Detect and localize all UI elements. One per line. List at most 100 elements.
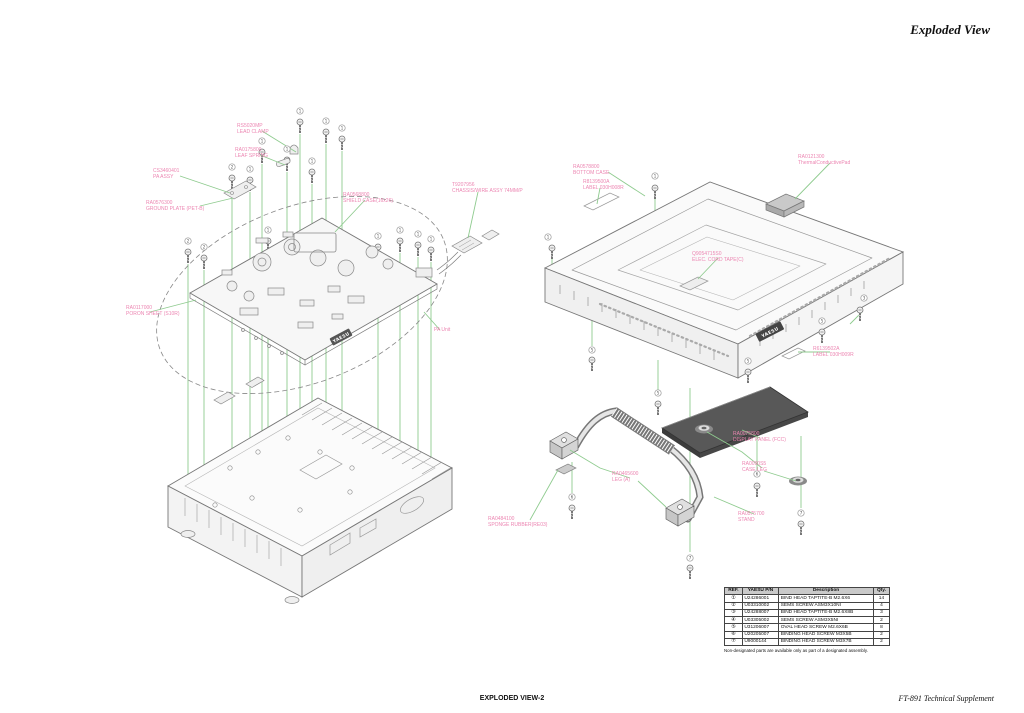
description-cell: BINDING HEAD SCREW M3X5B — [778, 630, 874, 640]
ref-marker-number: 1 — [311, 159, 314, 164]
ref-marker-circle — [374, 232, 382, 240]
callout-thermal-pad: RA0121300 ThermalConductivePad — [798, 154, 851, 167]
part-name: GROUND PLATE (PET-B) — [146, 205, 205, 212]
wire-assembly — [436, 229, 500, 275]
part-name: DISPLAY PANEL (FCC) — [733, 436, 786, 443]
part-name: SPONGE RUBBER(RE03) — [488, 521, 548, 528]
shield-case-part — [293, 232, 337, 253]
callout-lead-clamp: RS5020MP LEAD CLAMP — [237, 123, 269, 136]
ref-marker-circle — [184, 237, 192, 245]
part-number: R6139502A — [813, 346, 840, 352]
ref-cell: ⑤ — [724, 623, 743, 632]
ref-cell: ③ — [724, 608, 743, 618]
ref-marker-number: 1 — [341, 126, 344, 131]
label-009-part — [781, 347, 806, 360]
qty-cell: 8 — [872, 623, 891, 632]
ref-marker-circle — [651, 172, 659, 180]
left-assembly: YAESU — [156, 118, 500, 604]
qty-cell: 2 — [872, 616, 891, 625]
description-cell: SEMS SCREW ASM3X5NI — [778, 616, 874, 625]
ref-marker-circle — [396, 226, 404, 234]
description-cell: BIND HEAD TAPTITE-B M2.6X8B — [778, 608, 874, 618]
part-name: LEAD CLAMP — [237, 128, 269, 135]
qty-cell: 3 — [872, 608, 891, 618]
pn-cell: U31206007 — [741, 623, 780, 632]
ref-marker-circle — [228, 163, 236, 171]
case-leg-part — [789, 476, 807, 486]
ref-marker-number: 1 — [249, 167, 252, 172]
pn-cell: U20205007 — [741, 630, 780, 640]
ref-cell: ⑦ — [724, 638, 743, 647]
ref-marker-number: 5 — [747, 359, 750, 364]
parts-note: Non-designated parts are available only … — [724, 647, 868, 653]
callout-label-009: R6139502A LABEL 030H009R — [813, 346, 854, 359]
ref-marker-number: 5 — [657, 391, 660, 396]
chassis-heatsink — [167, 397, 453, 604]
ref-marker-circle — [283, 145, 291, 153]
column-header: REF. — [724, 586, 743, 596]
part-number: RA0117000 — [126, 305, 153, 311]
ref-marker-circle — [686, 554, 694, 562]
ref-marker-circle — [264, 226, 272, 234]
ref-marker-number: 2 — [203, 245, 206, 250]
callout-poron-sheet: RA0117000 PORON SHEET (S10R) — [126, 305, 180, 318]
case-vents-right — [759, 281, 865, 346]
display-panel-part — [661, 386, 809, 458]
ref-cell: ④ — [724, 616, 743, 625]
ref-marker-number: 1 — [267, 228, 270, 233]
ref-marker-circle — [544, 233, 552, 241]
ref-marker-circle — [860, 294, 868, 302]
ref-marker-number: 5 — [591, 348, 594, 353]
part-name: LEAF SPRING — [235, 152, 269, 159]
description-cell: OVAL HEAD SCREW M2.6X6B — [778, 623, 874, 632]
ref-marker-number: 1 — [325, 119, 328, 124]
callout-chassis-wire: T9207956 CHASSIS/WIRE ASSY 74MM/P — [452, 182, 523, 195]
column-header: Qty. — [872, 586, 891, 596]
ref-marker-circle — [753, 470, 761, 478]
part-number: RA0090S5 — [742, 461, 767, 467]
case-leg-part — [695, 424, 713, 434]
cord-tape-part — [679, 276, 709, 291]
part-number: RA0121300 — [798, 154, 825, 160]
page-title: Exploded View — [910, 22, 990, 37]
part-number: RA0568800 — [343, 192, 370, 198]
ref-marker-circle — [818, 317, 826, 325]
qty-cell: 14 — [872, 594, 891, 603]
ref-marker-circle — [296, 107, 304, 115]
callout-shield-case: RA0568800 SHIELD CASE(16x26) — [343, 192, 394, 205]
part-name: ThermalConductivePad — [798, 159, 851, 166]
part-name: PA ASSY — [153, 173, 174, 180]
ref-marker-number: 1 — [417, 232, 420, 237]
ref-cell: ① — [724, 594, 743, 603]
ref-marker-circle — [744, 357, 752, 365]
part-name: STAND — [738, 516, 755, 523]
ref-marker-number: 2 — [231, 165, 234, 170]
pn-cell: U03305002 — [741, 616, 780, 625]
ref-marker-number: 1 — [399, 228, 402, 233]
part-name: LEG (A) — [612, 476, 631, 483]
bottom-case: YAESU — [543, 181, 905, 379]
callout-cord-tape: Q9054715S0 ELEC. CORD TAPE(C) — [692, 251, 744, 264]
part-number: RS5020MP — [237, 123, 263, 129]
ref-marker-number: 7 — [689, 556, 692, 561]
part-name: BOTTOM CASE — [573, 169, 610, 176]
part-number: RA0175800 — [235, 147, 262, 153]
ref-marker-number: 1 — [377, 234, 380, 239]
part-name: LABEL 030H009R — [813, 351, 854, 358]
ref-cell: ⑥ — [724, 630, 743, 640]
part-number: RA0575700 — [738, 511, 765, 517]
ref-marker-circle — [246, 165, 254, 173]
description-cell: SEMS SCREW ASM3X10NI — [778, 601, 874, 610]
callout-case-leg: RA0090S5 CASE LEG — [742, 461, 767, 474]
heatsink-fins — [301, 402, 453, 480]
part-name: ELEC. CORD TAPE(C) — [692, 256, 744, 263]
part-name: SHIELD CASE(16x26) — [343, 197, 394, 204]
ref-marker-circle — [414, 230, 422, 238]
pa-board: YAESU — [189, 217, 438, 366]
ref-marker-circle — [797, 509, 805, 517]
pn-cell: U9000144 — [741, 638, 780, 647]
part-number: RA0465600 — [612, 471, 639, 477]
footer-sheet-title: EXPLODED VIEW-2 — [479, 695, 545, 702]
